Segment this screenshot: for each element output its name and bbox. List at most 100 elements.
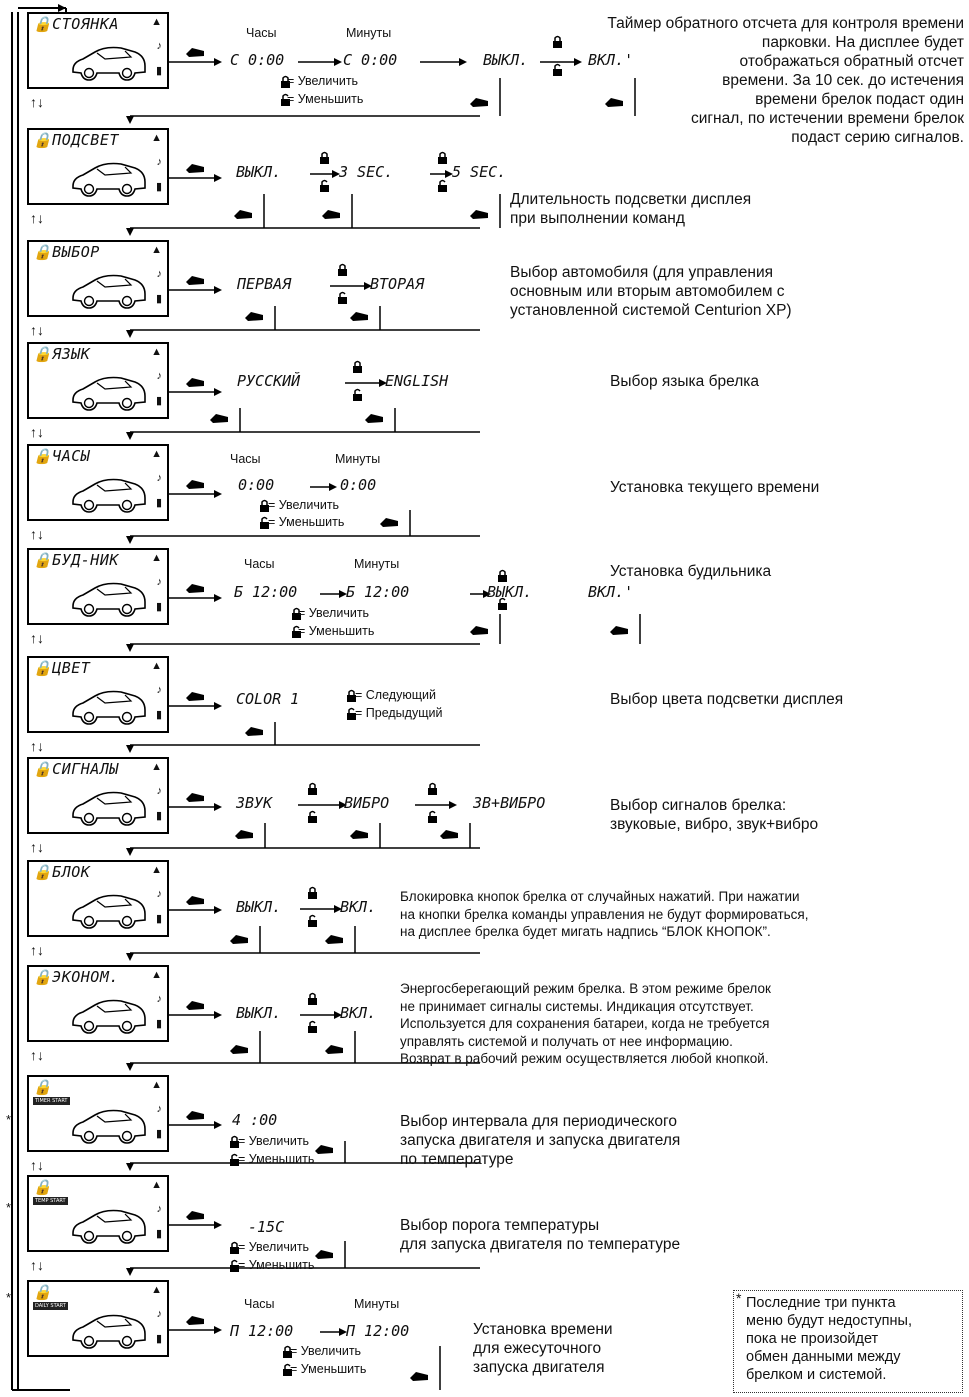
mode-badge: DAILY START xyxy=(33,1302,68,1310)
arrow-icon xyxy=(214,702,222,710)
menu-title: 🔒ВЫБОР xyxy=(33,243,100,261)
car-remote-icon xyxy=(235,830,253,839)
battery-icon: ▮ xyxy=(155,601,162,613)
car-remote-icon xyxy=(186,378,204,387)
nav-arrows-icon: ↑↓ xyxy=(30,942,44,958)
unlock-icon xyxy=(281,99,290,106)
increase-legend: = Увеличить xyxy=(238,1134,310,1148)
availability-note-text: Последние три пункта меню будут недоступ… xyxy=(746,1295,912,1383)
car-icon xyxy=(69,684,149,733)
nav-arrows-icon: ↑↓ xyxy=(30,1257,44,1273)
arrow-icon xyxy=(214,1221,222,1229)
unlock-icon xyxy=(260,522,269,529)
lock-icon xyxy=(429,782,436,788)
antenna-icon: ▲ xyxy=(151,448,162,460)
signal-vibro-option: ВИБРО xyxy=(344,794,390,812)
menu-screen: 🔒БЛОК▲♪▮ xyxy=(27,860,169,937)
parking-hours-value: C 0:00 xyxy=(230,51,285,69)
arrow-icon xyxy=(334,1011,342,1019)
music-note-icon: ♪ xyxy=(156,576,163,588)
lock-icon xyxy=(308,788,317,795)
backlight-3sec-option: 3 SEC. xyxy=(339,163,394,181)
menu-screen: 🔒TEMP START▲♪▮ xyxy=(27,1175,169,1252)
unlock-icon xyxy=(230,1159,239,1166)
car-remote-icon xyxy=(325,1045,343,1054)
car-select-description: Выбор автомобиля (для управления основны… xyxy=(510,264,792,319)
unlock-icon xyxy=(354,388,361,394)
parking-off-option: ВЫКЛ. xyxy=(483,51,529,69)
arrow-icon xyxy=(126,536,134,544)
parking-on-option: ВКЛ.' xyxy=(588,51,634,69)
music-note-icon: ♪ xyxy=(156,684,163,696)
menu-screen: 🔒ЦВЕТ▲♪▮ xyxy=(27,656,169,733)
unlock-icon xyxy=(261,516,268,522)
backlight-off-option: ВЫКЛ. xyxy=(236,163,282,181)
music-note-icon: ♪ xyxy=(156,156,163,168)
nav-arrows-icon: ↑↓ xyxy=(30,1047,44,1063)
decrease-legend: = Уменьшить xyxy=(268,515,345,529)
menu-title: 🔒БЛОК xyxy=(33,863,91,881)
nav-arrows-icon: ↑↓ xyxy=(30,1157,44,1173)
unlock-icon xyxy=(347,713,356,720)
lock-icon xyxy=(308,998,317,1005)
music-note-icon: ♪ xyxy=(156,888,163,900)
nav-arrows-icon: ↑↓ xyxy=(30,322,44,338)
arrow-icon xyxy=(126,228,134,236)
increase-legend: = Увеличить xyxy=(290,1344,362,1358)
menu-screen: 🔒ВЫБОР▲♪▮ xyxy=(27,240,169,317)
music-note-icon: ♪ xyxy=(156,993,163,1005)
car-remote-icon xyxy=(380,518,398,527)
lock-icon xyxy=(282,75,289,81)
unlock-icon xyxy=(231,1259,238,1265)
arrow-icon xyxy=(214,1011,222,1019)
lock-icon xyxy=(281,81,290,88)
lock-icon xyxy=(231,1241,238,1247)
previous-legend: = Предыдущий xyxy=(355,706,443,720)
timer-interval-value: 4 :00 xyxy=(232,1111,278,1129)
language-description: Выбор языка брелка xyxy=(610,373,759,390)
arrow-icon xyxy=(379,379,387,387)
increase-legend: = Увеличить xyxy=(268,498,340,512)
lock-icon xyxy=(320,157,329,164)
lock-icon xyxy=(348,689,355,695)
economy-on-option: ВКЛ. xyxy=(340,1004,377,1022)
arrow-icon xyxy=(334,905,342,913)
decrease-legend: = Уменьшить xyxy=(287,92,364,106)
antenna-icon: ▲ xyxy=(151,244,162,256)
car-remote-icon xyxy=(186,480,204,489)
car-remote-icon xyxy=(186,692,204,701)
color-value: COLOR 1 xyxy=(236,690,300,708)
car-icon xyxy=(69,785,149,834)
car-icon xyxy=(69,268,149,317)
unlock-icon xyxy=(309,914,316,920)
asterisk-marker: * xyxy=(6,1112,12,1127)
minutes-label: Минуты xyxy=(335,452,381,466)
nav-arrows-icon: ↑↓ xyxy=(30,526,44,542)
antenna-icon: ▲ xyxy=(151,346,162,358)
arrow-icon xyxy=(214,594,222,602)
car-remote-icon xyxy=(186,1316,204,1325)
arrow-icon xyxy=(126,1063,134,1071)
menu-title: 🔒 xyxy=(33,1078,53,1096)
availability-note: *Последние три пункта меню будут недосту… xyxy=(733,1290,963,1393)
menu-screen: 🔒ЭКОНОМ.▲♪▮ xyxy=(27,965,169,1042)
arrow-icon xyxy=(332,170,340,178)
unlock-icon xyxy=(553,69,562,76)
lock-icon xyxy=(428,788,437,795)
arrow-icon xyxy=(214,286,222,294)
lock-icon xyxy=(347,695,356,702)
nav-arrows-icon: ↑↓ xyxy=(30,738,44,754)
arrow-icon xyxy=(126,644,134,652)
car-remote-icon xyxy=(315,1250,333,1259)
car-remote-icon xyxy=(245,727,263,736)
arrow-icon xyxy=(58,4,66,12)
car-icon xyxy=(69,1308,149,1357)
nav-arrows-icon: ↑↓ xyxy=(30,630,44,646)
arrow-icon xyxy=(364,282,372,290)
alarm-hours-value: Б 12:00 xyxy=(234,583,298,601)
car-remote-icon xyxy=(186,793,204,802)
car-remote-icon xyxy=(350,312,368,321)
asterisk-marker: * xyxy=(6,1290,12,1305)
increase-legend: = Увеличить xyxy=(287,74,359,88)
decrease-legend: = Уменьшить xyxy=(290,1362,367,1376)
